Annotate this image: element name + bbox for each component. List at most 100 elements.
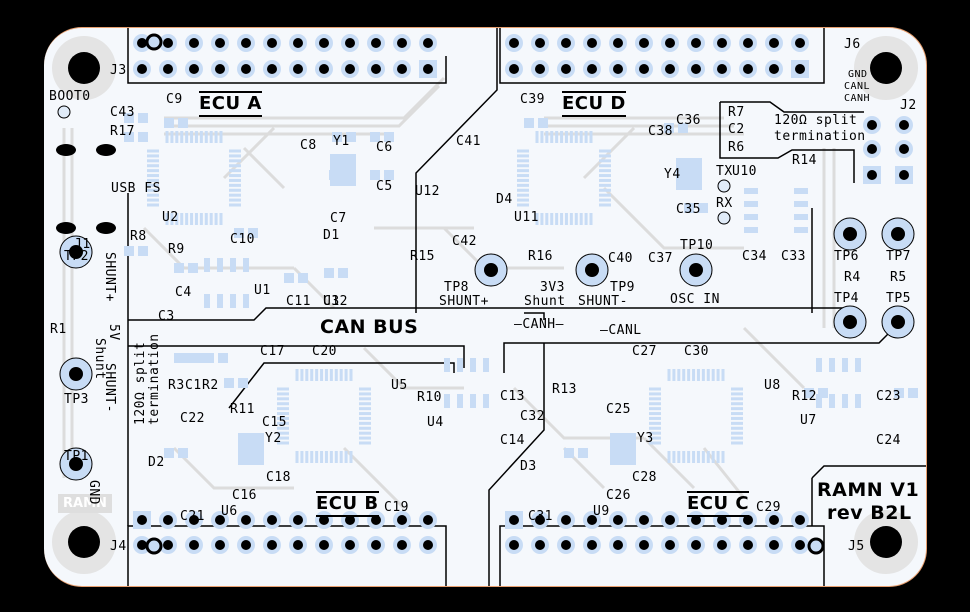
pin-drill [717, 64, 727, 74]
ic-pin [517, 169, 529, 173]
ic-pin [599, 164, 611, 168]
testpoint-drill [69, 245, 83, 259]
designator-c6: C6 [376, 140, 393, 155]
j2-drill [867, 170, 877, 180]
pin-drill [743, 515, 753, 525]
soic-pin [243, 294, 249, 308]
designator-c26: C26 [606, 488, 631, 503]
ic-pin [579, 213, 583, 225]
ic-pin [229, 154, 241, 158]
ic-pin [731, 416, 743, 420]
ic-pin [545, 131, 549, 143]
ic-pin [180, 213, 184, 225]
pin-drill [345, 540, 355, 550]
small-test-pad [57, 105, 71, 119]
designator-u1: U1 [254, 283, 271, 298]
mounting-holes [52, 36, 918, 574]
passive-pad [370, 132, 380, 142]
pin-drill [267, 540, 277, 550]
ic-pin [277, 387, 289, 391]
passive-pad [524, 118, 534, 128]
ic-pin [731, 441, 743, 445]
label-tp9: TP9 [610, 280, 635, 295]
ic-pin [359, 421, 371, 425]
j2-pin-canh: CANH [844, 93, 871, 104]
ic-pin [517, 198, 529, 202]
designator-u4: U4 [427, 415, 444, 430]
pin-drill [397, 540, 407, 550]
j5-outline [499, 525, 825, 586]
label-5v-shunt: Shunt [92, 338, 107, 380]
ic-pin [147, 188, 159, 192]
soic-pin [470, 394, 476, 408]
ic-pin [672, 451, 676, 463]
pin-drill [423, 540, 433, 550]
trace-15 [242, 146, 286, 190]
soic-pin [444, 394, 450, 408]
designator-u10: U10 [732, 164, 757, 179]
pin-drill [215, 540, 225, 550]
pin-drill [639, 515, 649, 525]
ic-pin [731, 392, 743, 396]
ic-pin [731, 431, 743, 435]
ic-pin [214, 213, 218, 225]
ic-pin [305, 369, 309, 381]
ic-pin [564, 213, 568, 225]
pin-drill [561, 540, 571, 550]
designator-d4: D4 [496, 192, 513, 207]
pin-drill [691, 64, 701, 74]
pin-drill [345, 515, 355, 525]
ic-pin [165, 213, 169, 225]
designator-y3: Y3 [637, 431, 654, 446]
ic-pin [329, 369, 333, 381]
passive-pad [698, 203, 708, 213]
pin-drill [587, 38, 597, 48]
pin-drill [535, 64, 545, 74]
pin-drill [371, 515, 381, 525]
pin-drill [717, 515, 727, 525]
label-ecu-d: ECU D [562, 91, 626, 117]
j2-drill [899, 144, 909, 154]
j2-drill [899, 170, 909, 180]
ic-pin [329, 451, 333, 463]
designator-r11: R11 [230, 402, 255, 417]
left-term-text-1: 120Ω split [133, 341, 148, 425]
ic-pin [535, 213, 539, 225]
ic-pin [320, 451, 324, 463]
mounting-hole-tr-drill [870, 52, 902, 84]
ic-pin [277, 397, 289, 401]
pin-drill [319, 540, 329, 550]
label-5v: 5V [106, 324, 121, 341]
label-tp8: TP8 [444, 280, 469, 295]
pin-drill [509, 540, 519, 550]
ic-pin [517, 164, 529, 168]
ic-pin [324, 451, 328, 463]
can-bus-bottom-line [128, 345, 465, 368]
passive-pad [204, 353, 214, 363]
ic-pin [204, 131, 208, 143]
label-r6: R6 [728, 140, 745, 155]
designator-c33: C33 [781, 249, 806, 264]
pin-drill [535, 515, 545, 525]
designator-c14: C14 [500, 433, 525, 448]
crystal-pad [610, 433, 636, 465]
pin-drill [665, 38, 675, 48]
ic-pin [277, 402, 289, 406]
pin-drill [613, 540, 623, 550]
ic-pin [229, 203, 241, 207]
designator-c35: C35 [676, 202, 701, 217]
passive-pad [684, 203, 694, 213]
label-ecu-a: ECU A [199, 91, 262, 117]
pin-drill [267, 38, 277, 48]
designator-c31: C31 [528, 509, 553, 524]
soic-pin [230, 294, 236, 308]
ic-pin [517, 159, 529, 163]
ic-pin [584, 131, 588, 143]
soic-pin [816, 358, 822, 372]
ic-pin [649, 421, 661, 425]
soic-pin [204, 258, 210, 272]
usb-slot [56, 144, 76, 156]
ic-pin [359, 441, 371, 445]
ic-pin [175, 213, 179, 225]
ic-pin [339, 369, 343, 381]
